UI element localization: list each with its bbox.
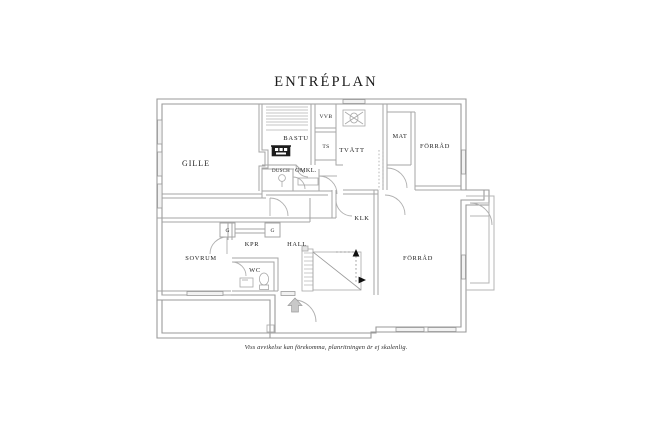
window-top-tvatt <box>342 99 366 104</box>
window-bottom-1 <box>395 327 425 332</box>
room-label-omkl: OMKL. <box>295 167 317 174</box>
entrance-arrow-icon <box>287 297 303 313</box>
window-bottom-2 <box>427 327 457 332</box>
window-sovrum-bottom <box>186 291 224 296</box>
door-tvatt-dusch <box>292 176 306 190</box>
right-recess-outline <box>466 195 495 291</box>
stair-newel <box>301 245 309 252</box>
closet-g1-box <box>219 222 236 238</box>
room-label-forrad-1: FÖRRÅD <box>420 142 450 150</box>
door-klk <box>335 199 353 217</box>
door-wc <box>231 261 247 277</box>
door-right-entry <box>469 202 493 226</box>
lower-left-wall <box>156 300 270 339</box>
window-left-3 <box>157 183 163 209</box>
wc-walls-2 <box>232 261 275 291</box>
room-label-hall: HALL <box>287 241 307 248</box>
room-label-tvatt: TVÄTT <box>339 147 365 154</box>
wc-sink-icon <box>239 277 254 288</box>
window-left-2 <box>157 151 163 177</box>
room-label-bastu: BASTU <box>283 135 309 142</box>
sauna-stove-icon <box>271 145 291 157</box>
interior-walls <box>157 104 461 296</box>
door-gille-hall <box>269 197 289 217</box>
stair-arrow-up <box>352 249 360 257</box>
room-label-dusch: DUSCH <box>272 169 290 174</box>
wc-walls <box>232 257 279 291</box>
wc-toilet-icon <box>258 272 270 290</box>
room-label-gille: GILLE <box>182 159 210 168</box>
page-title: ENTRÉPLAN <box>274 74 378 90</box>
room-label-wc: WC <box>249 267 261 274</box>
right-recess-inner <box>470 202 490 284</box>
window-entrance <box>280 291 296 296</box>
window-right-upper <box>461 149 466 175</box>
room-label-kpr: KPR <box>245 241 260 248</box>
outdoor-square <box>266 324 275 333</box>
gille-east-wall-2 <box>261 104 269 194</box>
door-mat <box>386 167 408 189</box>
omkl-bench <box>297 177 319 186</box>
bastu-fixtures <box>266 106 308 157</box>
gille-east-wall <box>258 104 266 191</box>
dotted-opening-marks <box>378 150 384 190</box>
gille-south-wall <box>157 193 263 198</box>
closet-g2-box <box>264 222 281 238</box>
bastu-bench-lines <box>266 106 308 131</box>
stair-direction-arrows <box>352 249 366 284</box>
room-label-klk: KLK <box>354 215 369 222</box>
room-label-closet-g2: G <box>270 228 274 234</box>
room-label-vvb: VVB <box>319 114 332 120</box>
stair-treads <box>304 252 313 286</box>
room-label-closet-g1: G <box>225 228 229 234</box>
door-bastu <box>295 164 309 178</box>
vvb-ts-east <box>335 104 343 166</box>
windows <box>157 99 466 332</box>
door-forrad-low <box>384 194 406 216</box>
stair-diagonal <box>312 251 362 291</box>
shower-fixture-icon <box>278 174 286 187</box>
lower-left-wall-inner <box>161 300 275 334</box>
fixtures <box>239 109 366 333</box>
room-label-forrad-2: FÖRRÅD <box>403 254 433 262</box>
room-label-ts: TS <box>322 144 329 150</box>
window-left-1 <box>157 119 163 145</box>
right-entry-recess <box>466 195 495 291</box>
fan-fixture-icon <box>342 109 366 127</box>
lower-left-extension <box>156 300 275 339</box>
room-labels: GILLE BASTU VVB TS TVÄTT DUSCH OMKL. MAT… <box>182 114 450 274</box>
room-label-sovrum: SOVRUM <box>185 255 217 262</box>
stair-arrow-down <box>358 276 366 284</box>
disclaimer-text: Viss avvikelse kan förekomma, planritnin… <box>244 344 408 351</box>
room-label-mat: MAT <box>393 133 408 140</box>
staircase <box>301 245 362 292</box>
window-right-lower <box>461 254 466 280</box>
door-sovrum <box>209 236 228 255</box>
